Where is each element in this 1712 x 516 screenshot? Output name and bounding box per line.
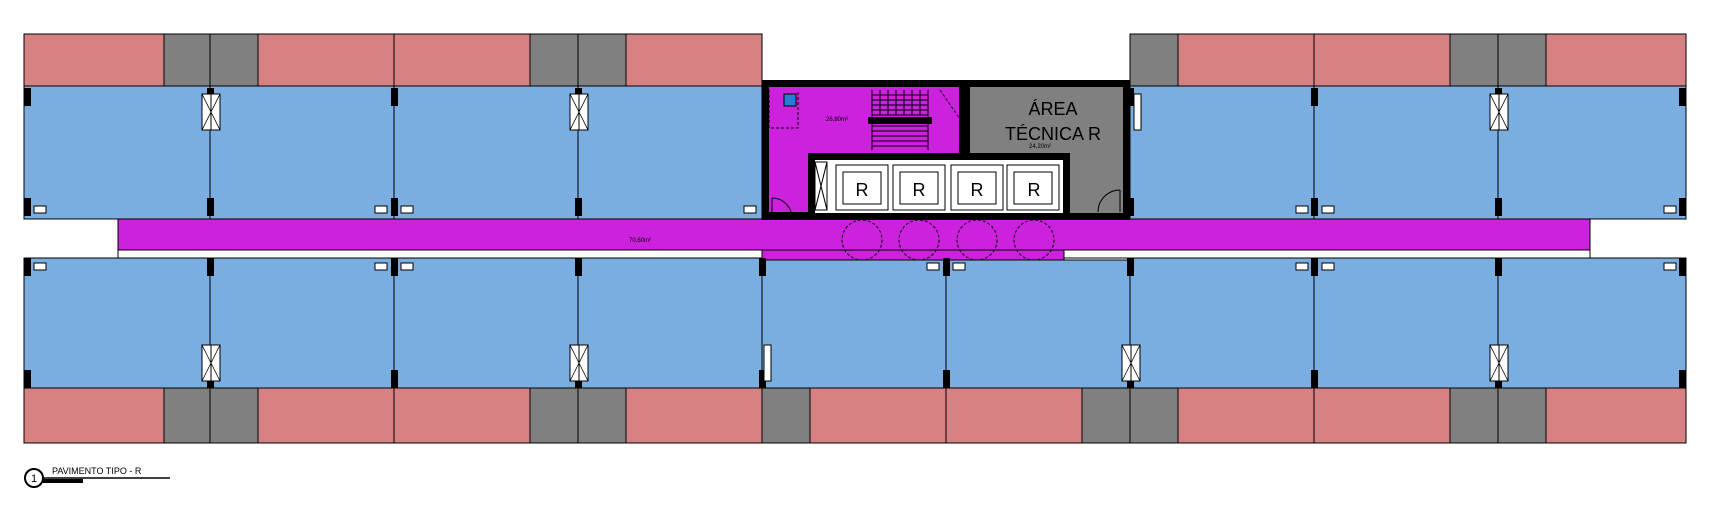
stair xyxy=(871,90,929,150)
technical-area-label-line2: TÉCNICA R xyxy=(1005,124,1101,144)
svg-text:R: R xyxy=(856,180,869,200)
elevator-3: R xyxy=(950,164,1004,261)
elevator-2: R xyxy=(892,164,946,261)
corridor-area: 70,60m² xyxy=(629,238,651,244)
bottom-balconies xyxy=(23,387,1687,444)
svg-text:R: R xyxy=(913,180,926,200)
elevator-lobby-strip xyxy=(761,249,1065,261)
top-right-offices xyxy=(1129,85,1687,220)
drawing-number: 1 xyxy=(31,473,37,485)
elevator-1: R xyxy=(835,164,889,261)
top-left-balconies xyxy=(23,33,763,87)
top-right-balconies xyxy=(1129,33,1687,87)
top-left-offices xyxy=(23,85,763,220)
corridor-white-band-right xyxy=(1063,249,1591,259)
fire-hose-icon xyxy=(783,93,797,107)
stair-hall-area: 26,80m² xyxy=(826,117,848,123)
bottom-offices xyxy=(23,257,1687,389)
door-crosses xyxy=(201,93,1509,382)
technical-area-size: 24,20m² xyxy=(1029,144,1051,150)
drawing-title: PAVIMENTO TIPO - R xyxy=(52,466,142,476)
corridor-white-band-left xyxy=(117,249,763,259)
svg-text:R: R xyxy=(971,180,984,200)
technical-area-label-line1: ÁREA xyxy=(1028,99,1077,119)
elevator-4: R xyxy=(1006,164,1060,261)
svg-text:R: R xyxy=(1028,180,1041,200)
doors xyxy=(201,93,1509,382)
title-block: 1 PAVIMENTO TIPO - R xyxy=(24,466,170,488)
corridor-fixtures xyxy=(33,205,1677,271)
corridor xyxy=(117,218,1591,251)
